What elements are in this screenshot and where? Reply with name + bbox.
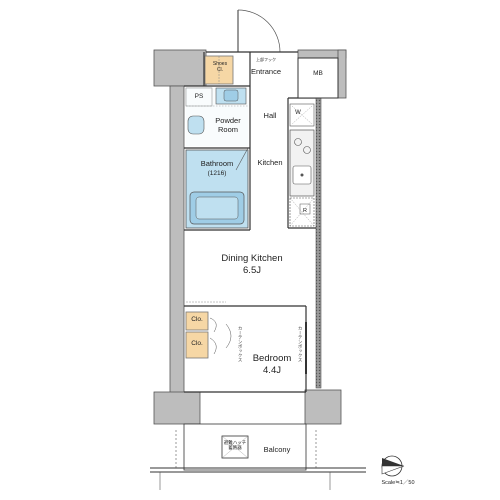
mb-box xyxy=(297,57,339,99)
curtain-box-right: カーテンボックス xyxy=(298,326,304,362)
mb-label: MB xyxy=(313,70,323,77)
closet-2-label: Clo. xyxy=(191,340,203,347)
ps-label: PS xyxy=(194,93,204,100)
closet-2 xyxy=(185,331,209,359)
closet-1-label: Clo. xyxy=(191,316,203,323)
structural-walls xyxy=(153,49,347,425)
scale-compass-icon xyxy=(381,455,405,477)
fridge-space xyxy=(289,197,315,227)
scale-label: Scale≒1／50 xyxy=(381,480,415,486)
shoes-closet-label: Shoes Cl. xyxy=(212,61,228,73)
powder-room xyxy=(186,87,248,146)
closet-doors xyxy=(209,317,232,355)
bathroom-label: Bathroom xyxy=(200,159,234,168)
powder-room-label: Powder Room xyxy=(215,116,241,134)
right-outer-wall xyxy=(315,97,322,389)
dining-kitchen-label: Dining Kitchen xyxy=(221,253,283,264)
entrance-label: Entrance xyxy=(250,67,282,76)
r-label: R xyxy=(303,208,307,214)
dining-kitchen-size: 6.5J xyxy=(243,265,261,276)
bath-door xyxy=(235,147,249,171)
closet-1 xyxy=(185,311,209,331)
bracket-label: 上部フック xyxy=(256,57,276,62)
bedroom-size: 4.4J xyxy=(263,365,281,376)
balcony xyxy=(150,423,366,490)
bathroom-size-label: (1216) xyxy=(207,170,227,177)
washer xyxy=(289,103,315,127)
r-marker-box xyxy=(299,203,311,215)
kitchen-label: Kitchen xyxy=(257,158,283,167)
washer-label: W xyxy=(295,110,301,116)
bathroom xyxy=(185,149,249,229)
curtain-box-left: カーテンボックス xyxy=(238,326,244,362)
hatch-label: 避難ハッチ 蓄熱器 xyxy=(223,440,247,451)
balcony-label: Balcony xyxy=(263,445,291,454)
kitchen-counter xyxy=(289,129,315,197)
entrance-door xyxy=(237,9,281,53)
bedroom-label: Bedroom xyxy=(252,353,292,364)
hall-label: Hall xyxy=(263,111,277,120)
